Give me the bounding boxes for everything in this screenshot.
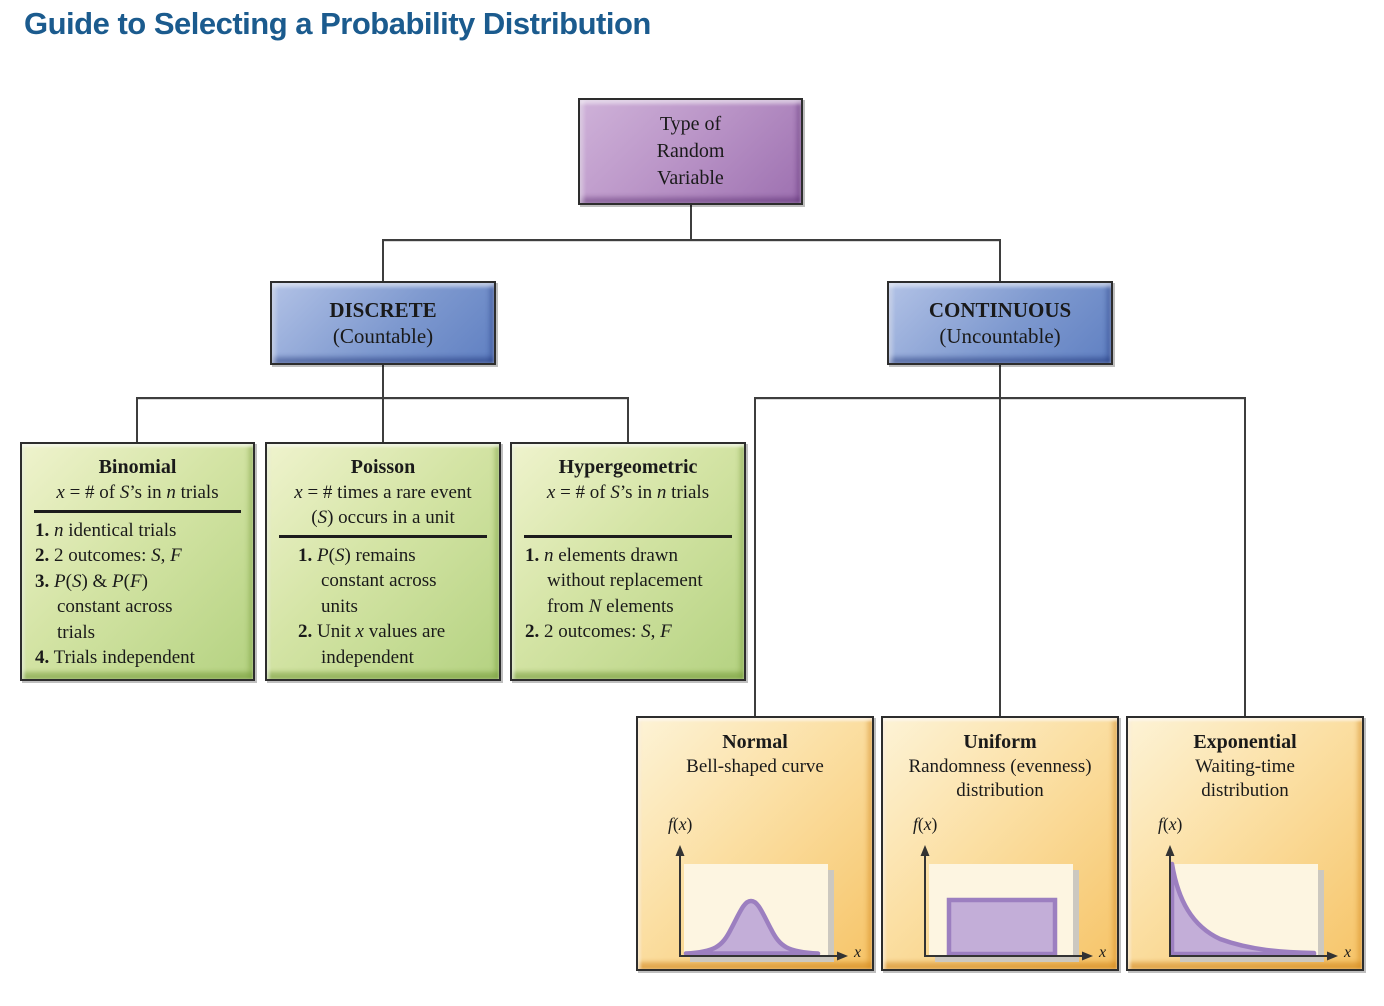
definition-line: x = # times a rare event (294, 482, 472, 503)
y-axis-label: f(x) (1158, 814, 1183, 834)
criteria-row: constant across (57, 596, 173, 618)
y-axis-label: f(x) (668, 814, 693, 834)
bell-curve (683, 898, 821, 956)
distribution-title: Normal (722, 731, 788, 753)
branch-title: CONTINUOUS (928, 298, 1072, 322)
distribution-title: Exponential (1193, 731, 1297, 753)
criteria-row: 3. P(S) & P(F) (35, 570, 148, 592)
connector-to-exponential (1244, 397, 1246, 717)
root-line: Random (656, 140, 725, 162)
x-axis-label: x (1344, 944, 1352, 961)
distribution-subtitle: Waiting-time (1195, 756, 1295, 777)
box-uniform: Uniform Randomness (evenness) distributi… (881, 716, 1119, 971)
definition-line: x = # of S’s in n trials (546, 482, 710, 503)
node-discrete: DISCRETE (Countable) (270, 281, 496, 365)
divider-line (34, 510, 241, 513)
definition-line: (S) occurs in a unit (311, 507, 455, 528)
normal-curve-chart (675, 845, 848, 962)
box-hypergeometric: Hypergeometric x = # of S’s in n trials … (510, 442, 746, 681)
box-binomial: Binomial x = # of S’s in n trials 1. n i… (20, 442, 255, 681)
criteria-row: 1. n identical trials (35, 520, 177, 541)
root-line: Type of (659, 113, 722, 135)
connector-continuous-down (999, 365, 1001, 398)
connector-branch-horizontal (382, 239, 1001, 241)
x-axis-arrow (837, 951, 848, 961)
connector-root-down (690, 205, 692, 240)
criteria-row: 2. Unit x values are (298, 621, 446, 643)
connector-to-uniform (999, 397, 1001, 717)
distribution-subtitle: distribution (1201, 780, 1289, 801)
distribution-title: Binomial (98, 456, 177, 478)
branch-title: DISCRETE (329, 298, 437, 322)
x-axis-label: x (854, 944, 862, 961)
divider-line (524, 535, 732, 538)
uniform-rectangle (946, 897, 1058, 957)
distribution-title: Hypergeometric (558, 456, 698, 478)
uniform-distribution-chart (920, 845, 1093, 962)
page-title: Guide to Selecting a Probability Distrib… (24, 6, 651, 41)
connector-to-poisson (382, 397, 384, 443)
criteria-row: 4. Trials independent (35, 647, 195, 669)
criteria-row: trials (57, 621, 95, 643)
distribution-title: Uniform (963, 731, 1037, 753)
distribution-title: Poisson (350, 456, 416, 478)
exponential-curve (1169, 861, 1317, 957)
exponential-curve-chart (1165, 845, 1338, 962)
connector-to-binomial (136, 397, 138, 443)
branch-subtitle: (Countable) (332, 324, 434, 348)
criteria-row: 2. 2 outcomes: S, F (525, 621, 672, 643)
divider-line (279, 535, 487, 538)
y-axis-arrow (920, 845, 930, 856)
connector-to-discrete (382, 239, 384, 282)
distribution-subtitle: Randomness (evenness) (908, 756, 1092, 777)
criteria-row: independent (321, 646, 414, 668)
distribution-subtitle: Bell-shaped curve (686, 756, 824, 777)
branch-subtitle: (Uncountable) (939, 324, 1061, 348)
box-exponential: Exponential Waiting-time distribution f(… (1126, 716, 1364, 971)
node-continuous: CONTINUOUS (Uncountable) (887, 281, 1113, 365)
criteria-row: from N elements (547, 595, 674, 617)
criteria-row: 1. P(S) remains (298, 545, 416, 566)
definition-line: x = # of S’s in n trials (56, 482, 219, 503)
x-axis-arrow (1082, 951, 1093, 961)
criteria-row: 2. 2 outcomes: S, F (35, 545, 182, 567)
connector-to-hypergeometric (627, 397, 629, 443)
x-axis-arrow (1327, 951, 1338, 961)
y-axis-arrow (1165, 845, 1175, 856)
criteria-row: 1. n elements drawn (525, 545, 679, 566)
root-line: Variable (657, 167, 724, 189)
x-axis-label: x (1099, 944, 1107, 961)
distribution-subtitle: distribution (956, 780, 1044, 801)
connector-to-continuous (999, 239, 1001, 282)
y-axis-label: f(x) (913, 814, 938, 834)
connector-to-normal (754, 397, 756, 717)
criteria-row: constant across (321, 570, 437, 592)
criteria-row: without replacement (547, 570, 703, 592)
box-normal: Normal Bell-shaped curve f(x) x (636, 716, 874, 971)
node-type-of-random-variable: Type of Random Variable (578, 98, 803, 205)
criteria-row: units (321, 595, 358, 617)
connector-discrete-down (382, 365, 384, 398)
y-axis-arrow (675, 845, 685, 856)
box-poisson: Poisson x = # times a rare event (S) occ… (265, 442, 501, 681)
